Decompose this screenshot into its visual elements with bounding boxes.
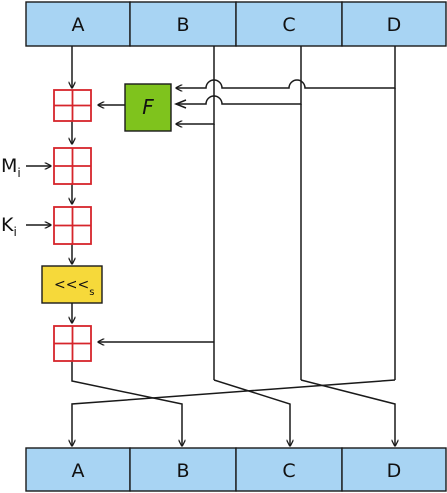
- rotation-label: <<<s: [54, 277, 94, 298]
- bottom-register-b-label: B: [176, 460, 189, 482]
- wire-vertical-routing: [98, 88, 396, 380]
- function-f-box: F: [124, 83, 172, 132]
- top-register-a: A: [25, 1, 131, 47]
- adder-3: [53, 206, 92, 245]
- adder-4: [53, 325, 92, 362]
- top-register-d-label: D: [387, 14, 402, 36]
- top-register-b-label: B: [176, 14, 189, 36]
- bottom-register-c: C: [235, 447, 343, 492]
- bottom-register-d: D: [341, 447, 447, 492]
- input-m: Mi: [1, 155, 51, 180]
- top-register-c: C: [235, 1, 343, 47]
- adder-2: [53, 147, 92, 185]
- bottom-register-c-label: C: [282, 460, 295, 482]
- top-register-a-label: A: [72, 14, 85, 36]
- top-register-d: D: [341, 1, 447, 47]
- input-m-label: Mi: [1, 155, 21, 180]
- top-register-b: B: [129, 1, 237, 47]
- bottom-register-a: A: [25, 447, 131, 492]
- input-k-label: Ki: [1, 214, 17, 239]
- wire-outputs: [72, 361, 395, 446]
- bottom-register-a-label: A: [72, 460, 85, 482]
- bottom-register-row: A B C D: [25, 447, 447, 492]
- input-k: Ki: [1, 214, 51, 239]
- rotation-box: <<<s: [41, 265, 103, 304]
- bottom-register-b: B: [129, 447, 237, 492]
- top-register-row: A B C D: [25, 1, 447, 47]
- top-register-c-label: C: [282, 14, 295, 36]
- bottom-register-d-label: D: [387, 460, 402, 482]
- wire-into-function: [98, 46, 396, 124]
- adder-1: [53, 89, 92, 122]
- function-f-label: F: [142, 95, 154, 119]
